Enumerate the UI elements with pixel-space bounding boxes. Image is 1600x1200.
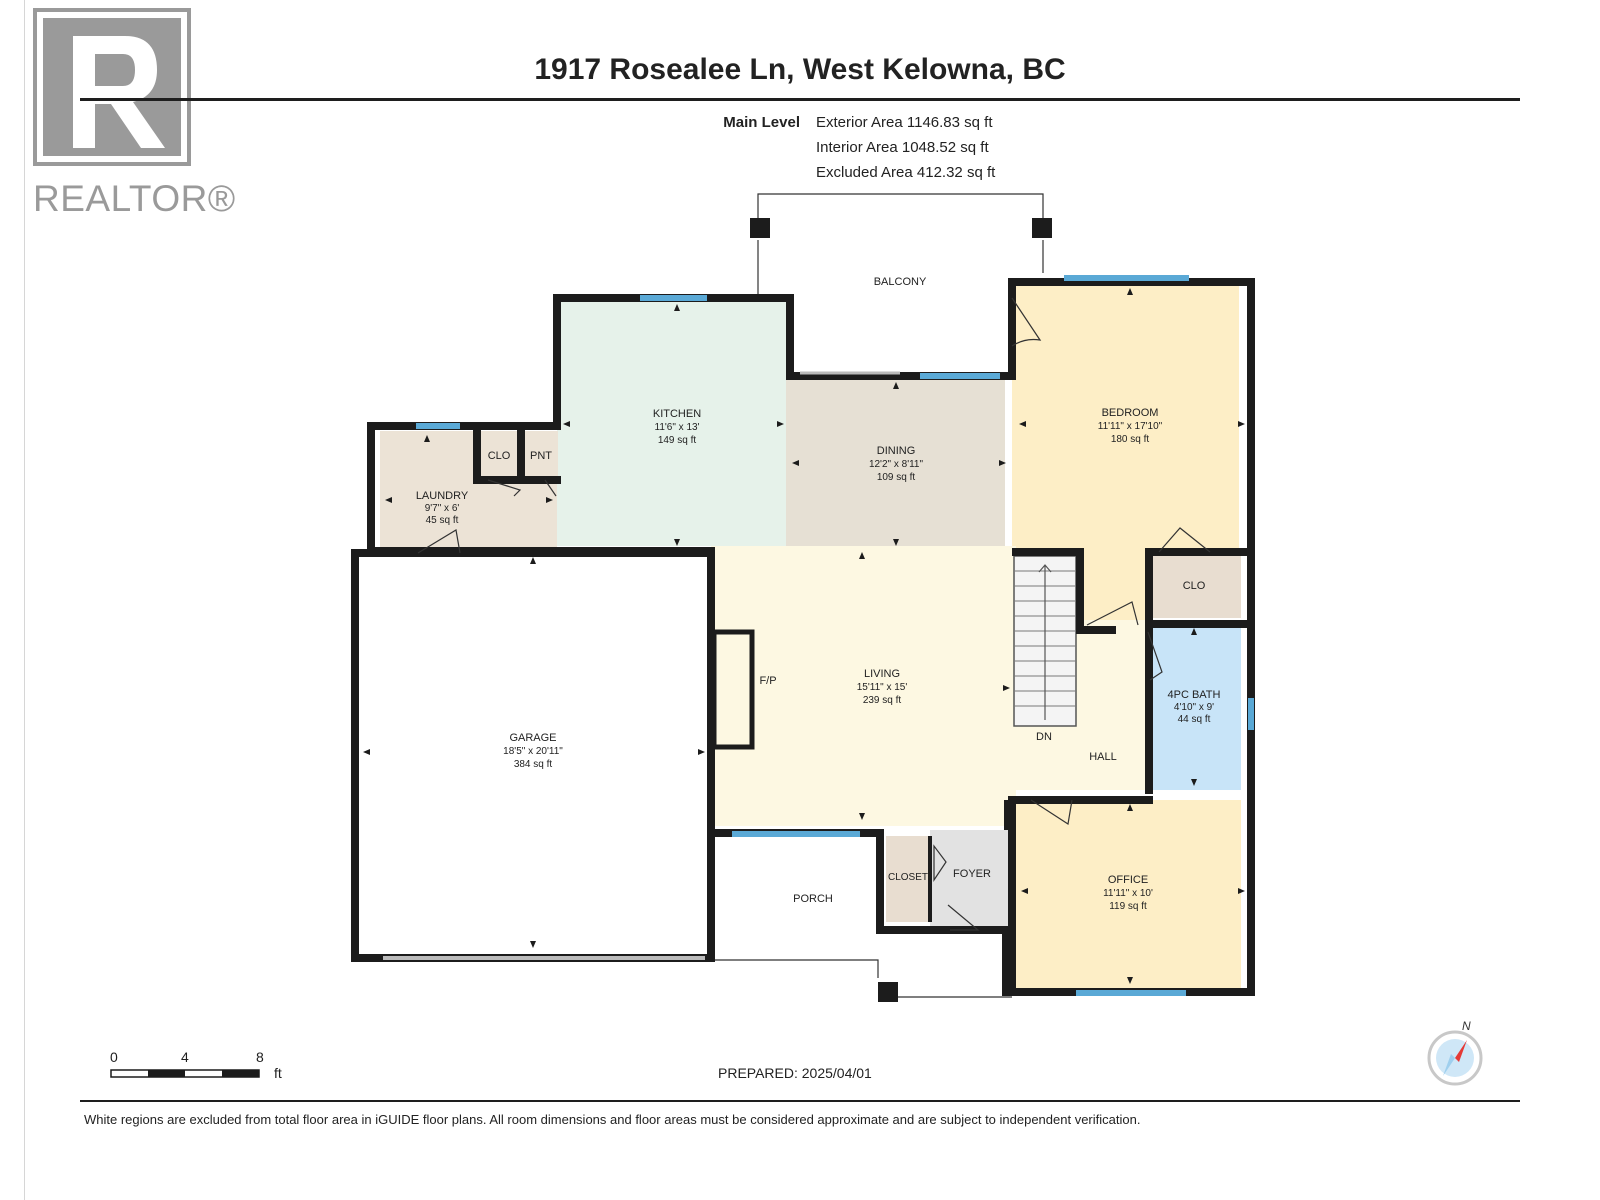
bedroom-fill [1012,282,1239,552]
clo-small-label: CLO [488,450,511,462]
porch-post [878,982,898,1002]
scale-tick-4: 4 [181,1049,189,1065]
bath-dims: 4'10" x 9' [1174,702,1214,713]
exterior-area: Exterior Area 1146.83 sq ft [816,114,993,131]
excluded-area: Excluded Area 412.32 sq ft [816,164,996,181]
garage-dims: 18'5" x 20'11" [503,746,563,757]
kitchen-area: 149 sq ft [658,435,697,446]
office-fill [1016,800,1241,988]
compass-icon: N [1427,1019,1483,1086]
hall-label: HALL [1089,751,1117,763]
prepared-date: PREPARED: 2025/04/01 [718,1065,872,1081]
bedroom-label: BEDROOM [1102,407,1159,419]
balcony-outline [757,193,1044,294]
kitchen-label: KITCHEN [653,408,701,420]
windows [416,275,1254,996]
bedroom-dims: 11'11" x 17'10" [1098,421,1163,432]
stairs-label: DN [1036,731,1052,743]
clo-small-fill [477,431,521,480]
living-label: LIVING [864,668,900,680]
pnt-fill [524,431,558,480]
header-rule [80,98,1520,101]
interior-partitions [928,800,1008,922]
living-fill [711,546,1016,826]
dining-dims: 12'2" x 8'11" [869,459,924,470]
area-summary: Exterior Area 1146.83 sq ft Interior Are… [816,110,995,185]
dining-fill [786,378,1005,546]
pnt-label: PNT [530,450,552,462]
laundry-label: LAUNDRY [416,490,469,502]
closet-label: CLOSET [888,872,928,883]
clo-bedroom-label: CLO [1183,580,1206,592]
garage-area: 384 sq ft [514,759,553,770]
bath-area: 44 sq ft [1178,714,1211,725]
page-border [24,0,25,1200]
kitchen-dims: 11'6" x 13' [655,422,700,433]
stairs [1013,555,1077,727]
office-area: 119 sq ft [1109,901,1147,912]
compass-north-label: N [1462,1019,1471,1033]
walls [351,278,1255,996]
dining-label: DINING [877,445,916,457]
living-area: 239 sq ft [863,695,902,706]
garage-label: GARAGE [509,732,556,744]
laundry-dims: 9'7" x 6' [425,503,460,514]
balcony-label: BALCONY [874,276,927,288]
page-title: 1917 Rosealee Ln, West Kelowna, BC [534,53,1066,86]
realtor-logo: REALTOR® [33,8,235,219]
scale-bar [110,1069,260,1078]
foyer-fill [930,830,1010,930]
clo-bedroom-fill [1149,552,1241,618]
bath-label: 4PC BATH [1168,689,1221,701]
bedroom-area: 180 sq ft [1111,434,1150,445]
closet-fill [886,836,930,922]
porch-outline [714,959,1012,998]
dimension-arrows [363,288,1245,984]
laundry-area: 45 sq ft [426,515,459,526]
office-label: OFFICE [1108,874,1148,886]
disclaimer-text: White regions are excluded from total fl… [84,1112,1141,1127]
realtor-r-icon [33,8,191,166]
kitchen-fill [557,298,786,546]
footer-rule [80,1100,1520,1102]
door-swings [417,297,1211,931]
fireplace [711,629,755,750]
realtor-wordmark: REALTOR® [33,178,236,219]
room-labels: BALCONY KITCHEN 11'6" x 13' 149 sq ft DI… [416,276,1221,912]
bath-fill [1149,624,1241,790]
interior-area: Interior Area 1048.52 sq ft [816,139,989,156]
scale-tick-8: 8 [256,1049,264,1065]
fireplace-label: F/P [759,675,776,687]
office-dims: 11'11" x 10' [1103,888,1153,899]
dining-area: 109 sq ft [877,472,916,483]
porch-label: PORCH [793,893,833,905]
foyer-label: FOYER [953,868,991,880]
living-dims: 15'11" x 15' [857,682,908,693]
scale-tick-0: 0 [110,1049,118,1065]
level-name: Main Level [723,114,800,131]
balcony-post-left [750,218,770,238]
scale-unit: ft [274,1065,282,1081]
balcony-post-right [1032,218,1052,238]
